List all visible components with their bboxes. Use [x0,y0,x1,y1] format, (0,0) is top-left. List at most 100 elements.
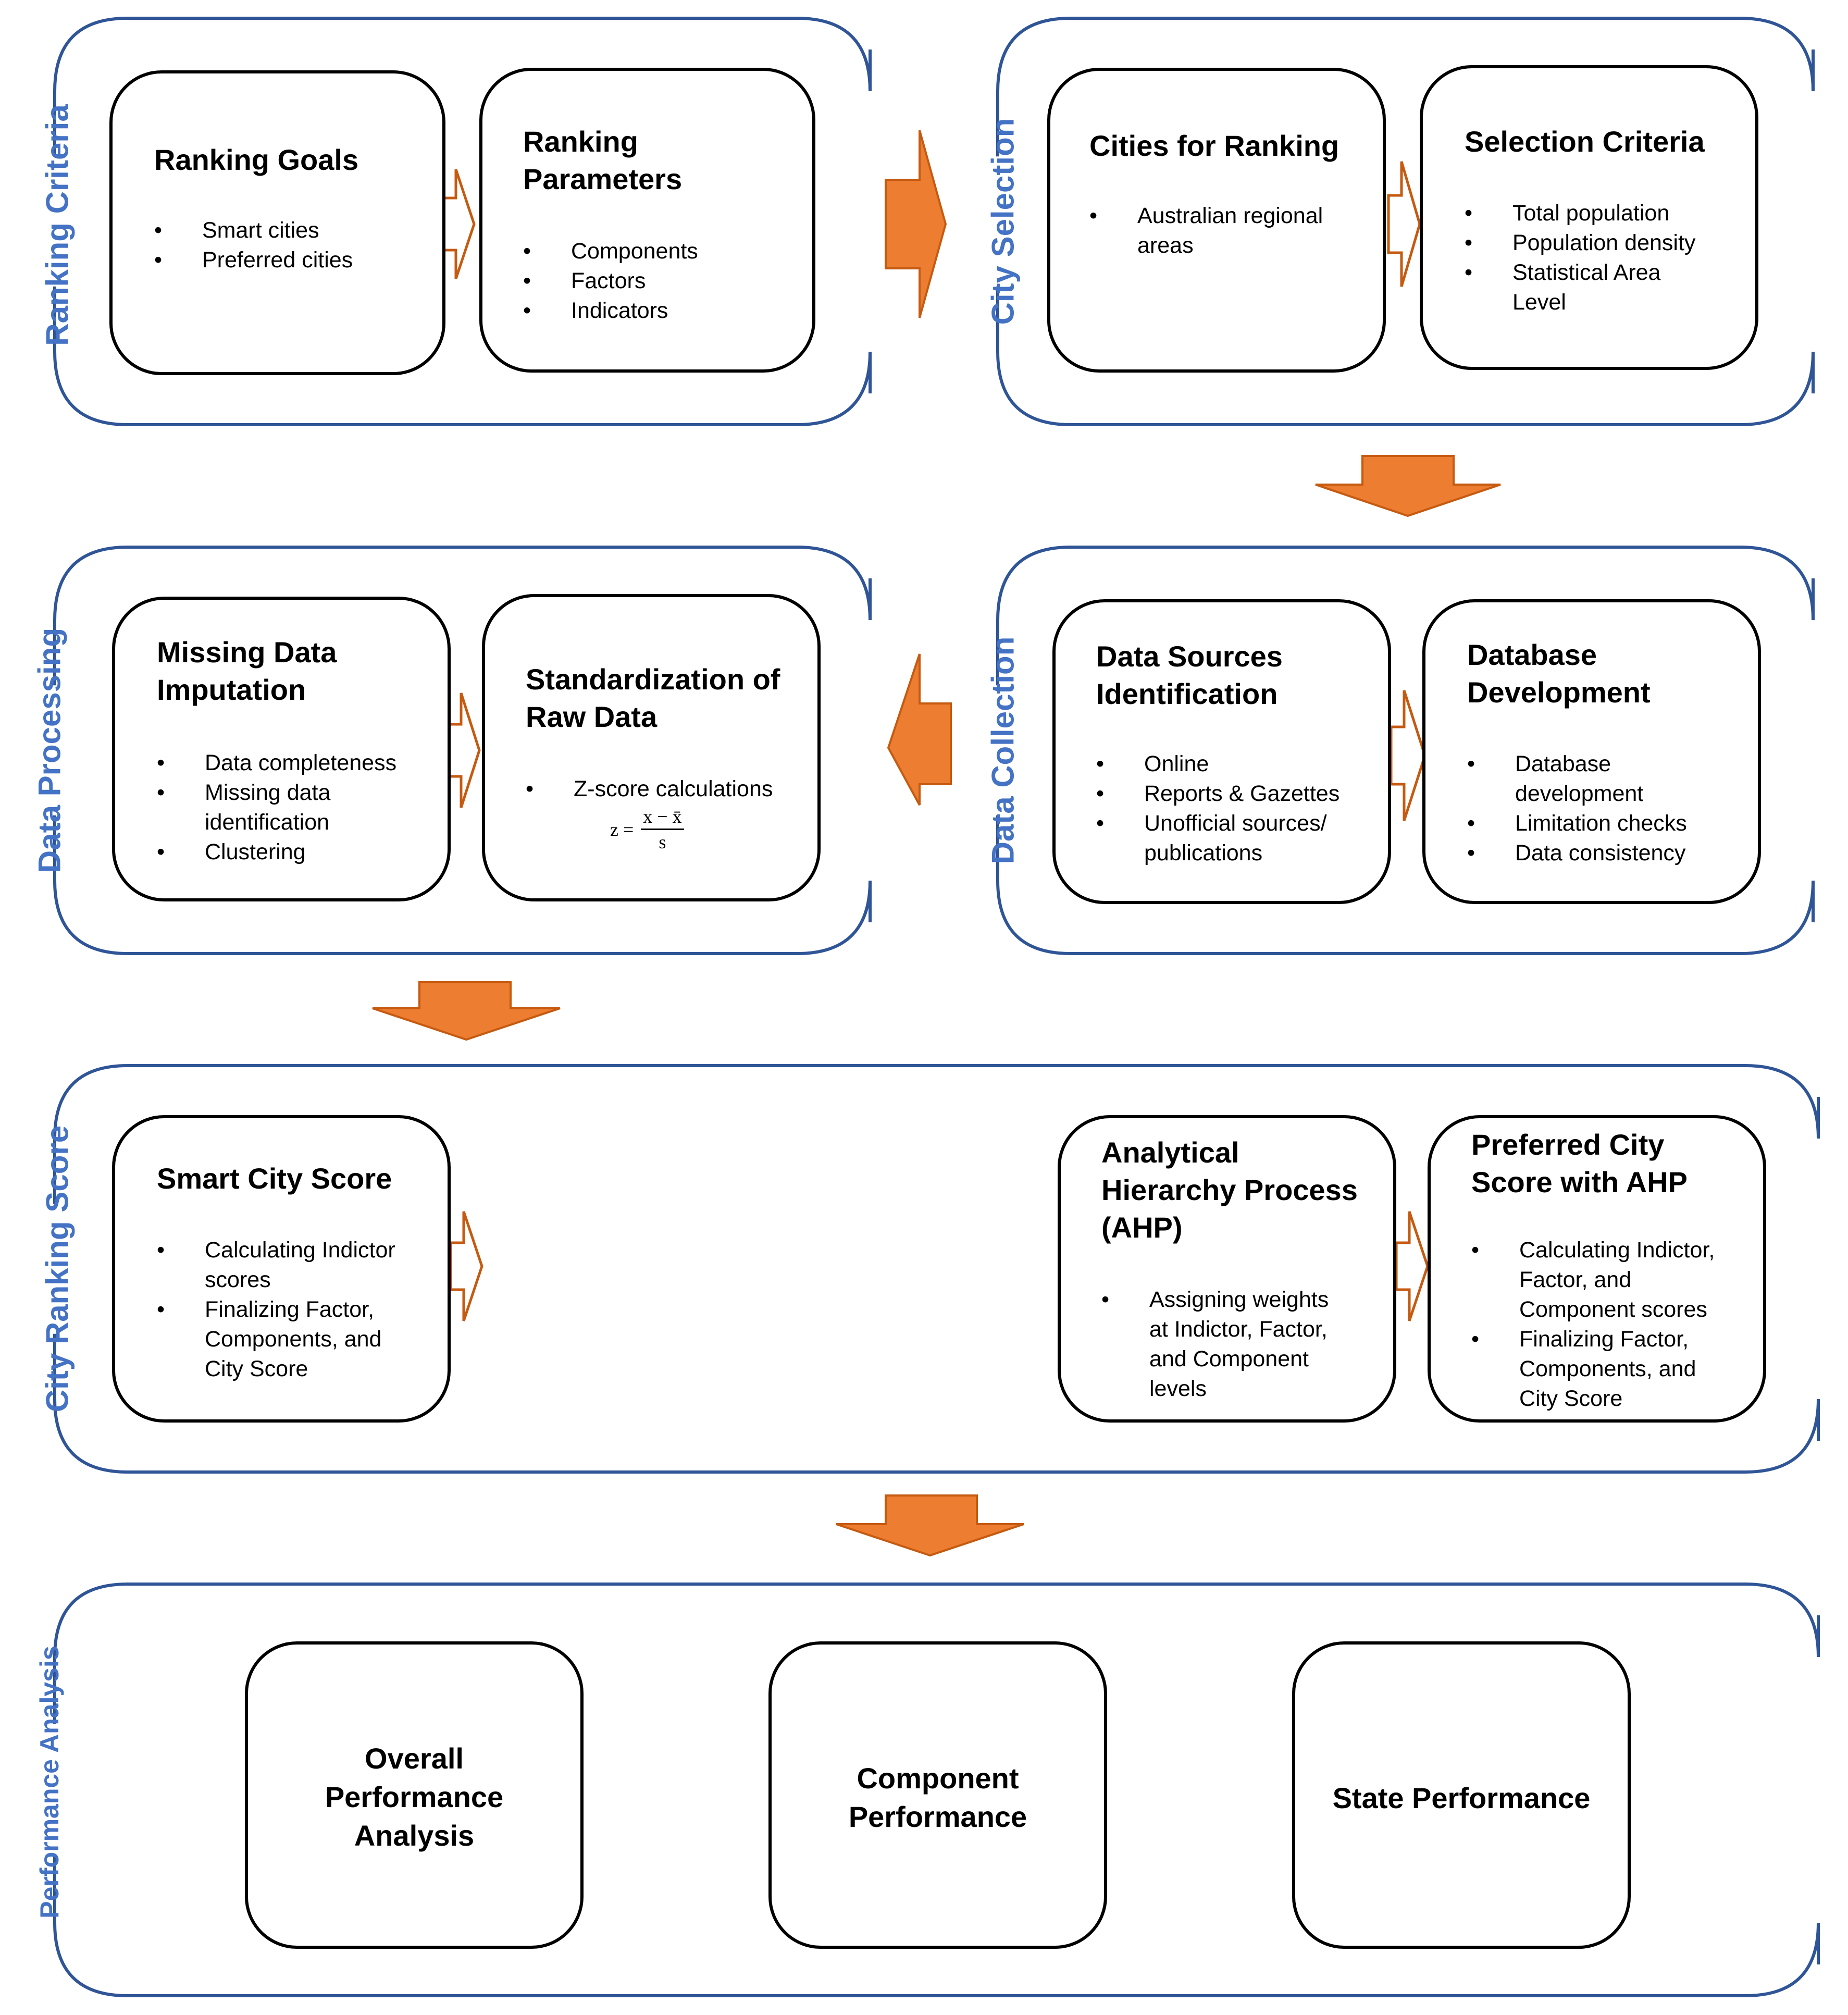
item-line: Australian regional [1137,203,1323,228]
box-smart-city-score: Smart City Score Calculating Indictor sc… [112,1115,451,1423]
item-line: Reports & Gazettes [1144,781,1340,806]
item-line: Unofficial sources/ [1144,811,1327,836]
list-item: Factors [523,266,698,296]
bullet-list: Z-score calculations [526,774,773,804]
item-line: Components, and [1519,1356,1696,1381]
title-line: Imputation [157,673,306,706]
list-item: Reports & Gazettes [1096,779,1340,809]
bullet-list: Data completeness Missing data identific… [157,748,396,867]
title-line: Performance [325,1781,504,1813]
list-item: Preferred cities [154,245,353,275]
list-item: Finalizing Factor, Components, and City … [157,1295,395,1384]
box-database-development: Database Development Database developmen… [1422,599,1761,904]
item-line: Finalizing Factor, [205,1297,375,1322]
item-line: City Score [1519,1386,1623,1411]
list-item: Z-score calculations [526,774,773,804]
list-item: Unofficial sources/ publications [1096,809,1340,868]
hollow-arrow-icon [1395,1211,1429,1321]
item-line: Limitation checks [1515,811,1687,836]
bullet-list: Components Factors Indicators [523,237,698,326]
bullet-list: Calculating Indictor, Factor, and Compon… [1471,1235,1715,1414]
box-title: Smart City Score [157,1162,392,1195]
section-label-data-collection: Data Collection [985,636,1021,864]
title-line: Performance [848,1800,1027,1833]
box-title: Preferred City Score with AHP [1471,1126,1688,1201]
z-score-formula: z = x − x̄ s [610,806,684,853]
item-line: Data consistency [1515,840,1686,866]
box-ranking-parameters: Ranking Parameters Components Factors In… [479,68,815,373]
list-item: Calculating Indictor scores [157,1235,395,1295]
box-title: State Performance [1295,1779,1628,1818]
title-line: State Performance [1332,1782,1591,1814]
arrow-right-icon [885,130,947,318]
title-line: Standardization of [526,663,780,696]
title-line: Identification [1096,677,1278,710]
list-item: Statistical Area Level [1465,258,1695,317]
box-cities-for-ranking: Cities for Ranking Australian regional a… [1047,68,1386,373]
item-line: at Indictor, Factor, [1149,1317,1328,1342]
title-line: Raw Data [526,700,658,733]
item-line: publications [1144,840,1263,866]
section-label-city-selection: City Selection [985,118,1021,325]
list-item: Online [1096,749,1340,779]
list-item: Clustering [157,837,396,867]
item-line: Finalizing Factor, [1519,1327,1689,1352]
bullet-list: Smart cities Preferred cities [154,216,353,275]
box-title: Ranking Parameters [523,123,682,198]
box-missing-data-imputation: Missing Data Imputation Data completenes… [112,597,451,901]
box-title: Component Performance [772,1759,1104,1836]
item-line: Clustering [205,839,306,864]
list-item: Population density [1465,228,1695,258]
item-line: Factor, and [1519,1267,1632,1292]
box-title: Selection Criteria [1465,125,1705,158]
hollow-arrow-icon [447,693,481,808]
title-line: Parameters [523,163,683,195]
item-line: areas [1137,233,1194,258]
box-title: Analytical Hierarchy Process (AHP) [1101,1134,1358,1246]
hollow-arrow-icon [1390,690,1427,821]
hollow-arrow-icon [449,1211,483,1321]
bullet-list: Database development Limitation checks D… [1467,749,1687,868]
title-line: Component [857,1762,1019,1795]
list-item: Total population [1465,199,1695,228]
title-line: Missing Data [157,636,337,669]
item-line: Online [1144,751,1209,776]
item-line: Total population [1512,201,1670,226]
list-item: Calculating Indictor, Factor, and Compon… [1471,1235,1715,1325]
bullet-list: Calculating Indictor scores Finalizing F… [157,1235,395,1384]
item-line: development [1515,781,1644,806]
item-line: Missing data [205,780,331,805]
box-overall-performance: Overall Performance Analysis [245,1641,584,1949]
box-ahp: Analytical Hierarchy Process (AHP) Assig… [1058,1115,1396,1423]
title-line: Overall [365,1742,464,1775]
section-label-ranking-criteria: Ranking Criteria [40,104,75,346]
item-line: Components, and [205,1327,382,1352]
item-line: Population density [1512,230,1696,255]
item-line: Level [1512,290,1566,315]
item-line: Database [1515,751,1611,776]
item-line: identification [205,810,330,835]
item-line: Assigning weights [1149,1287,1329,1312]
box-title: Ranking Goals [154,143,359,176]
item-line: scores [205,1267,271,1292]
box-title: Missing Data Imputation [157,634,337,709]
title-line: Analysis [354,1819,475,1852]
title-line: Data Sources [1096,640,1283,673]
box-title: Standardization of Raw Data [526,661,780,736]
section-label-data-processing: Data Processing [32,627,67,873]
item-line: Calculating Indictor, [1519,1238,1715,1263]
item-line: Component scores [1519,1297,1707,1322]
title-line: Database [1467,638,1597,671]
box-state-performance: State Performance [1292,1641,1631,1949]
box-title: Overall Performance Analysis [248,1739,580,1855]
formula-lhs: z = [610,819,634,840]
title-line: Hierarchy Process [1101,1173,1358,1206]
list-item: Limitation checks [1467,809,1687,838]
title-line: Score with AHP [1471,1166,1688,1198]
bullet-list: Assigning weights at Indictor, Factor, a… [1101,1285,1329,1404]
arrow-down-icon [372,981,561,1041]
list-item: Assigning weights at Indictor, Factor, a… [1101,1285,1329,1404]
bullet-list: Total population Population density Stat… [1465,199,1695,317]
arrow-down-icon [836,1494,1024,1557]
arrow-down-icon [1315,455,1501,517]
